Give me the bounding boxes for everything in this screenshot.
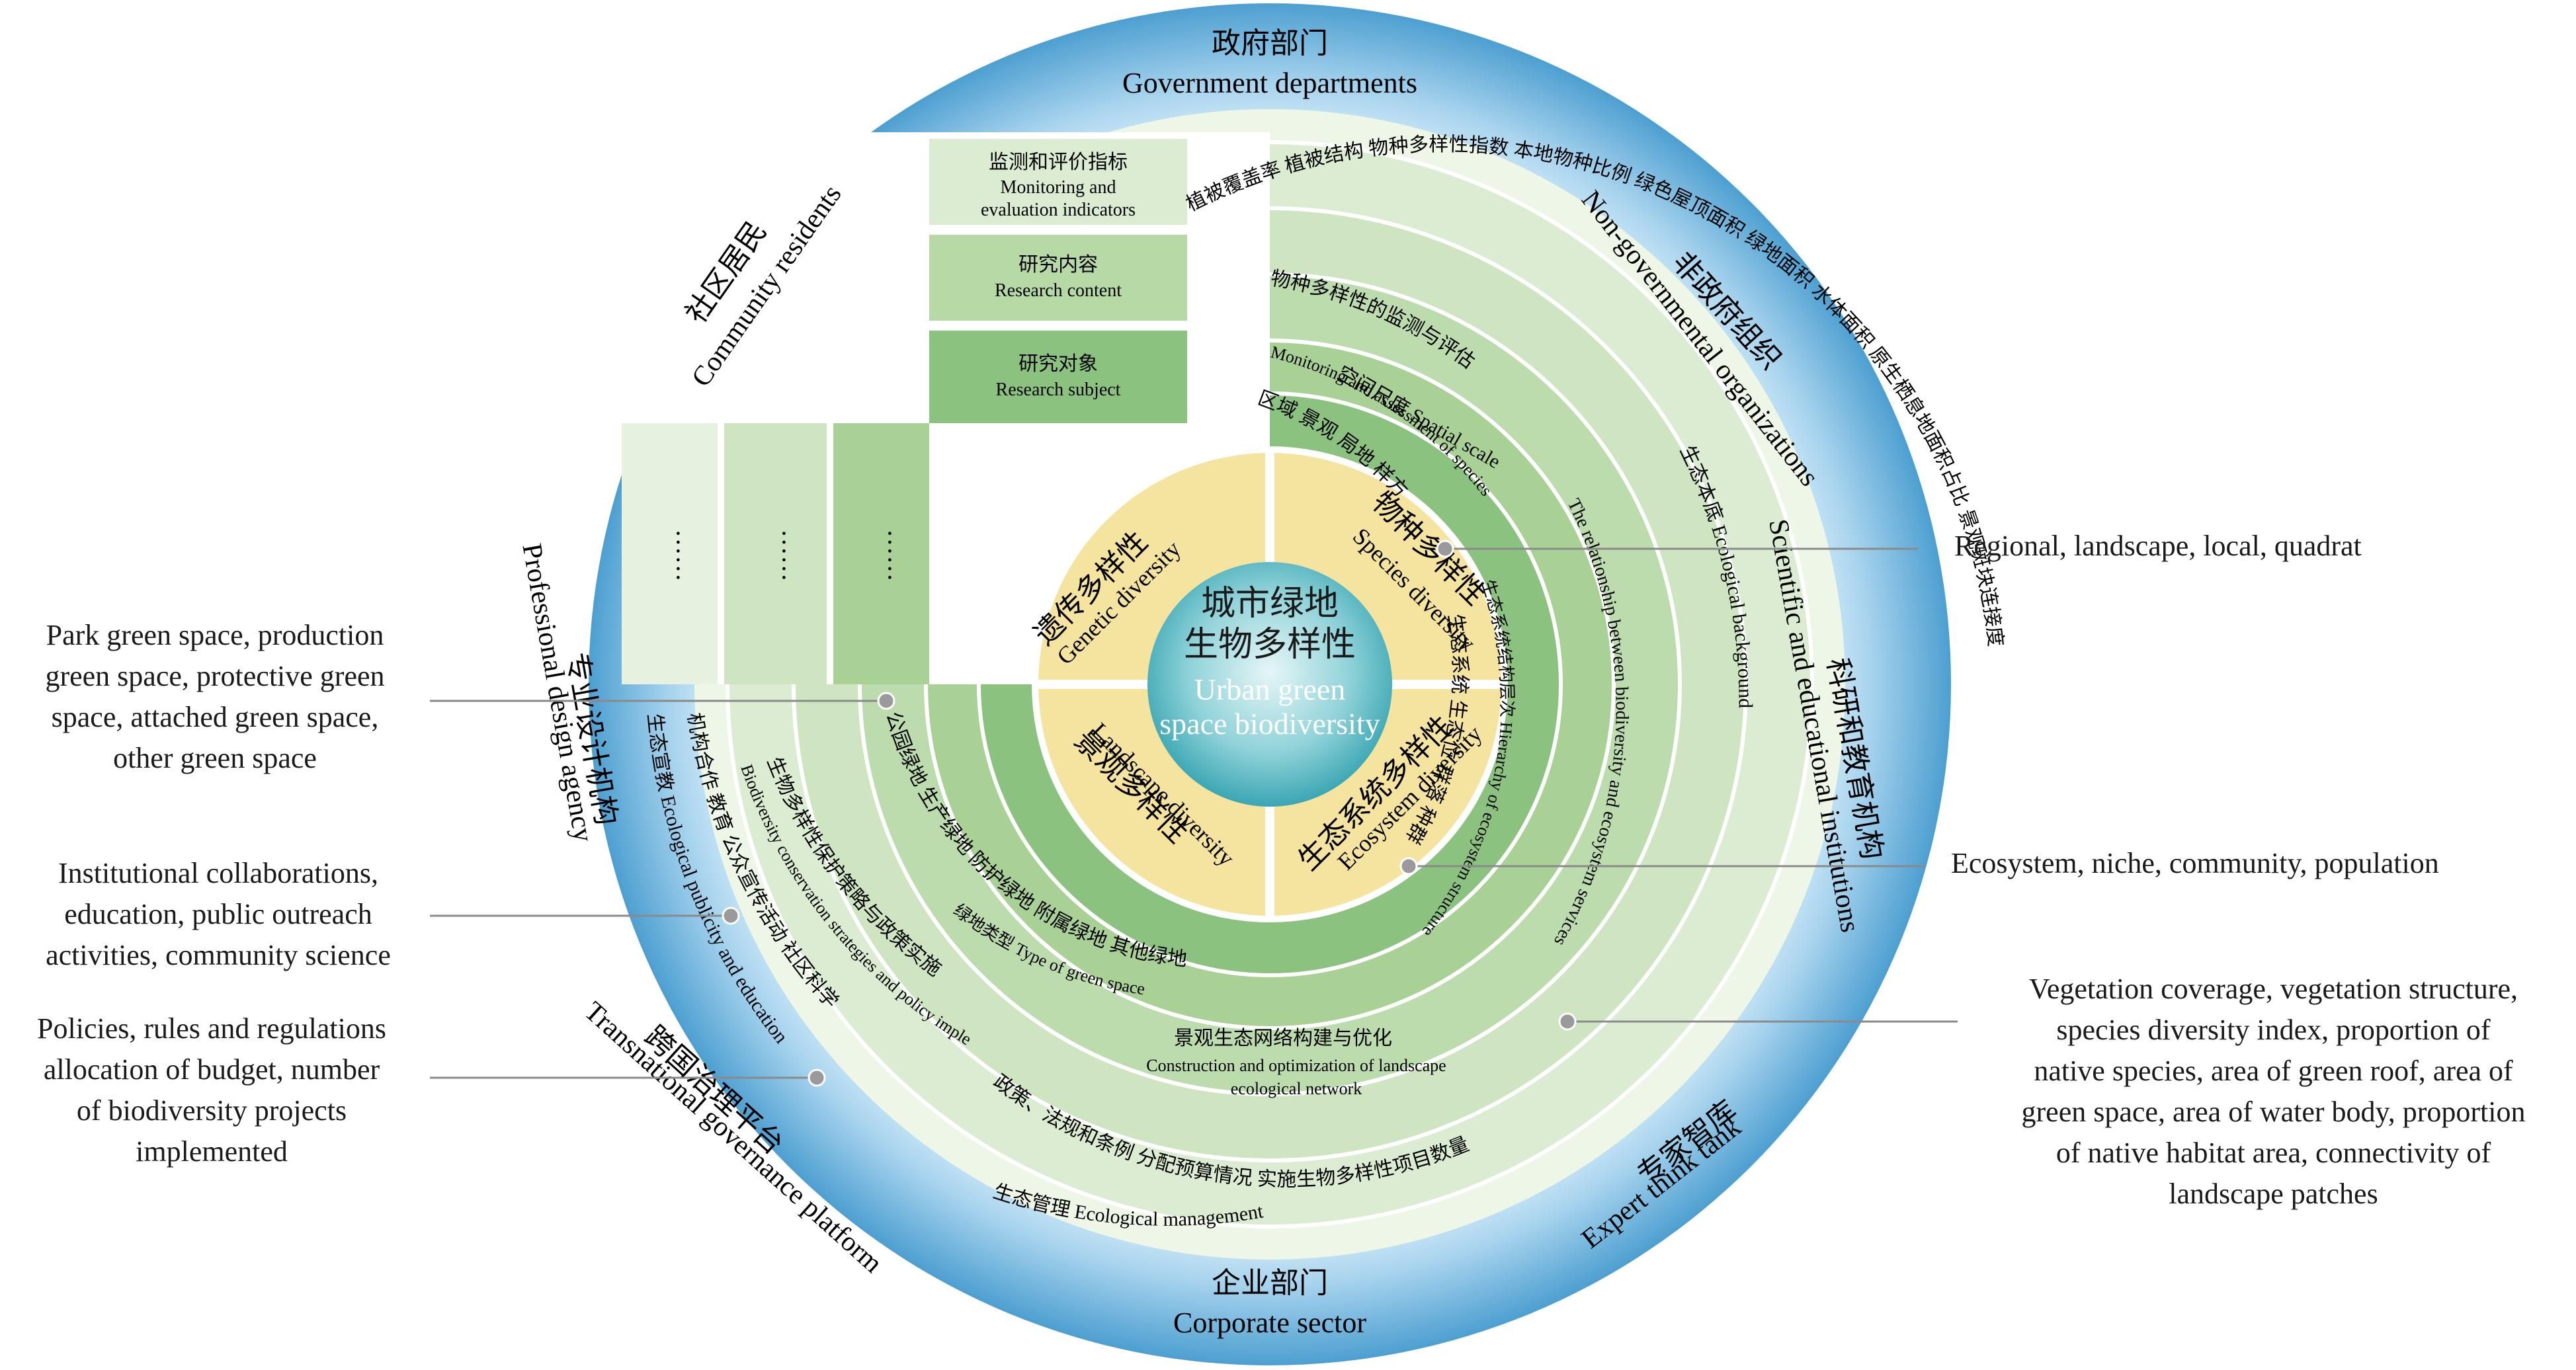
legend-box-subject <box>929 331 1187 423</box>
stakeholder-corporate-en: Corporate sector <box>1173 1307 1366 1339</box>
legend-indicators-en-1: Monitoring and <box>1001 177 1116 198</box>
center-title-cn-1: 城市绿地 <box>1201 585 1339 623</box>
ellipsis-column-1 <box>622 423 718 684</box>
stakeholder-government-en: Government departments <box>1122 67 1417 99</box>
center-circle <box>1147 562 1392 807</box>
center-title-en-1: Urban green <box>1194 672 1346 706</box>
legend-subject-cn: 研究对象 <box>1018 353 1098 375</box>
stakeholder-corporate-cn: 企业部门 <box>1212 1267 1328 1299</box>
legend-content-en: Research content <box>995 280 1122 301</box>
legend-subject-en: Research subject <box>996 380 1121 400</box>
annotation-park: Park green space, production green space… <box>45 619 385 774</box>
legend-indicators-en-2: evaluation indicators <box>981 200 1136 220</box>
stakeholder-government-cn: 政府部门 <box>1212 27 1328 60</box>
legend-indicators-cn: 监测和评价指标 <box>989 151 1128 173</box>
legend-box-indicators <box>929 139 1187 225</box>
annotation-vegetation: Vegetation coverage, vegetation structur… <box>2021 973 2526 1210</box>
center-title-en-2: space biodiversity <box>1159 707 1380 741</box>
ellipsis-3: ······ <box>875 529 905 582</box>
annotation-institutional: Institutional collaborations, education,… <box>46 857 391 971</box>
annotation-ecosystem: Ecosystem, niche, community, population <box>1951 847 2439 879</box>
ring-network-en-1: Construction and optimization of landsca… <box>1146 1056 1446 1075</box>
ellipsis-column-3 <box>833 423 929 684</box>
ring-network-cn: 景观生态网络构建与优化 <box>1174 1028 1392 1049</box>
legend-content-cn: 研究内容 <box>1018 254 1098 276</box>
ellipsis-2: ······ <box>769 529 799 582</box>
ring-network-en-2: ecological network <box>1231 1079 1362 1098</box>
annotation-policies: Policies, rules and regulations allocati… <box>37 1012 386 1168</box>
callout-lines <box>430 540 1958 1087</box>
ellipsis-1: ······ <box>663 529 693 582</box>
annotation-regional: Regional, landscape, local, quadrat <box>1954 530 2362 562</box>
center-title-cn-2: 生物多样性 <box>1184 626 1356 664</box>
ellipsis-column-2 <box>724 423 827 684</box>
legend-box-content <box>929 235 1187 321</box>
